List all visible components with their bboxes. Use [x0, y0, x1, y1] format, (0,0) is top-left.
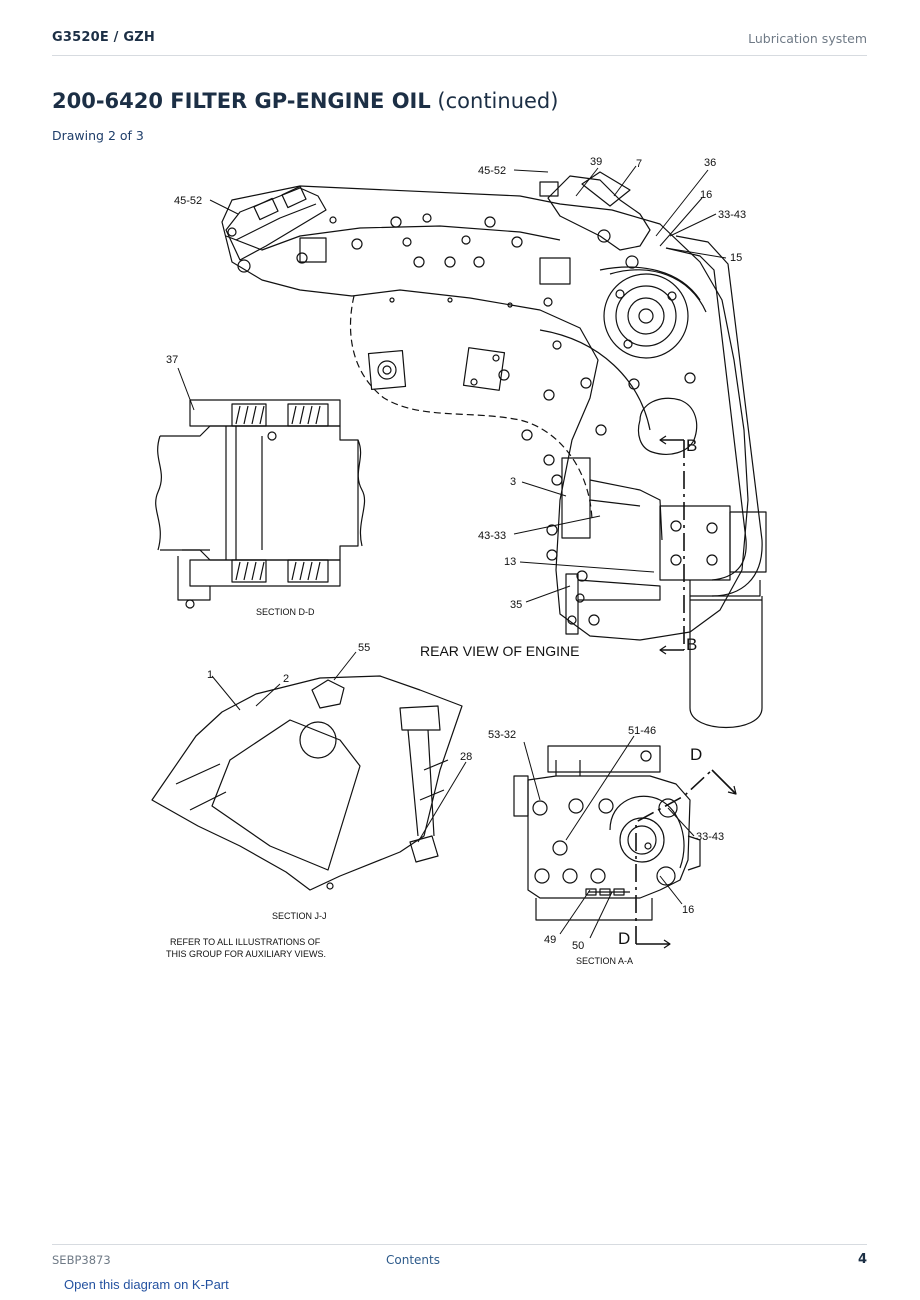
callout-43-33: 43-33 — [478, 530, 506, 542]
callout-49: 49 — [544, 934, 556, 946]
callout-35: 35 — [510, 599, 522, 611]
section-letter-d-lower: D — [618, 929, 630, 948]
section-d-cut-line — [635, 769, 737, 949]
callout-51-46: 51-46 — [628, 725, 656, 737]
callout-2: 2 — [283, 673, 289, 685]
drawing-counter: Drawing 2 of 3 — [52, 128, 144, 143]
callout-53-32: 53-32 — [488, 729, 516, 741]
callout-45-52-top: 45-52 — [478, 165, 506, 177]
oil-tube — [637, 235, 763, 597]
open-diagram-k-part-link[interactable]: Open this diagram on K-Part — [64, 1277, 229, 1292]
mounting-bracket — [565, 573, 661, 635]
header-section: Lubrication system — [748, 31, 867, 46]
section-letter-b-upper: B — [686, 436, 697, 455]
section-jj-label: SECTION J-J — [272, 911, 327, 921]
callout-33-43-top: 33-43 — [718, 209, 746, 221]
filter-mount — [561, 457, 767, 597]
section-jj-drawing — [151, 675, 463, 891]
contents-link[interactable]: Contents — [386, 1253, 440, 1267]
pump-unit — [603, 269, 707, 390]
filter-canister — [689, 596, 763, 729]
page-title-suffix: (continued) — [430, 89, 559, 113]
rear-view-label: REAR VIEW OF ENGINE — [420, 643, 579, 659]
auxiliary-note-line-2: THIS GROUP FOR AUXILIARY VIEWS. — [166, 949, 326, 959]
callout-45-52-left: 45-52 — [174, 195, 202, 207]
section-letter-b-lower: B — [686, 635, 697, 654]
callout-50: 50 — [572, 940, 584, 952]
header-divider — [52, 55, 867, 56]
section-dd-drawing — [155, 399, 366, 609]
callout-55: 55 — [358, 642, 370, 654]
callout-33-43-bottom: 33-43 — [696, 831, 724, 843]
parts-diagram: 45-52 39 7 36 16 33-43 45-52 15 37 3 43-… — [151, 156, 767, 966]
callout-7: 7 — [636, 158, 642, 170]
footer-doc-id: SEBP3873 — [52, 1253, 111, 1267]
section-letter-d-upper: D — [690, 745, 702, 764]
callout-37: 37 — [166, 354, 178, 366]
callout-28: 28 — [460, 751, 472, 763]
section-b-cut-line — [659, 435, 685, 655]
page-title-part: 200-6420 FILTER GP-ENGINE OIL — [52, 89, 431, 113]
section-dd-label: SECTION D-D — [256, 607, 315, 617]
callout-15: 15 — [730, 252, 742, 264]
auxiliary-note-line-1: REFER TO ALL ILLUSTRATIONS OF — [170, 937, 321, 947]
footer-divider — [52, 1244, 867, 1245]
callout-16-bottom: 16 — [682, 904, 694, 916]
callout-3: 3 — [510, 476, 516, 488]
callout-36: 36 — [704, 157, 716, 169]
rear-view-housing — [221, 185, 749, 641]
section-aa-label: SECTION A-A — [576, 956, 633, 966]
callout-13: 13 — [504, 556, 516, 568]
page-number: 4 — [857, 1252, 867, 1267]
page-title: 200-6420 FILTER GP-ENGINE OIL (continued… — [52, 89, 558, 113]
valve-block-top — [539, 171, 651, 269]
header-model: G3520E / GZH — [52, 30, 155, 45]
callout-39: 39 — [590, 156, 602, 168]
callout-1: 1 — [207, 669, 213, 681]
section-aa-drawing — [513, 745, 701, 921]
callout-16-top: 16 — [700, 189, 712, 201]
valve-block-left — [225, 185, 327, 273]
leader-lines — [177, 165, 727, 939]
